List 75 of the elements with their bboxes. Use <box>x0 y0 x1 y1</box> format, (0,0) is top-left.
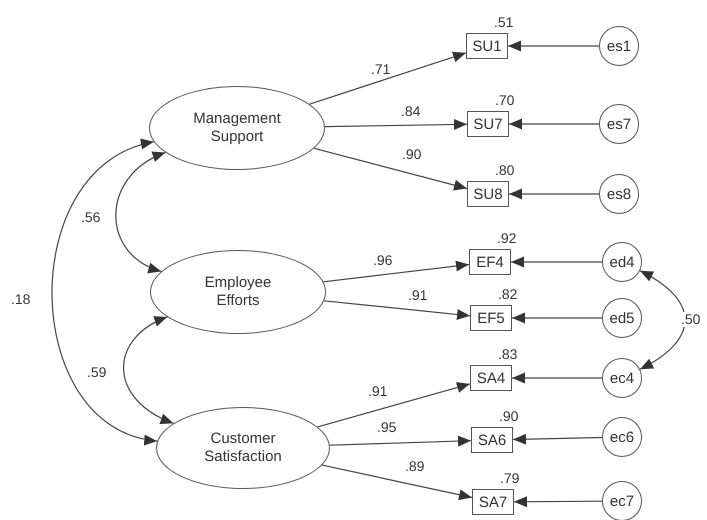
r-squared-value: .90 <box>499 408 518 424</box>
error-term-circle <box>602 242 642 282</box>
node-label: ec7 <box>610 492 634 510</box>
observed-variable-box <box>467 111 509 137</box>
arrow <box>512 372 602 384</box>
edge-label: .56 <box>80 210 102 225</box>
edge-label: .18 <box>10 292 32 307</box>
edge-label: .84 <box>400 104 422 119</box>
node-label: es1 <box>606 38 632 54</box>
arrow <box>514 496 602 508</box>
arrow <box>324 300 470 320</box>
observed-variable-box <box>470 365 512 391</box>
arrow <box>309 52 466 105</box>
error-term-circle <box>602 358 642 398</box>
r-squared-value: .51 <box>494 14 514 30</box>
edge-label: .59 <box>86 365 108 380</box>
node-label: EF5 <box>477 310 505 326</box>
error-term-circle <box>602 298 642 338</box>
node-label: SU1 <box>472 38 502 54</box>
node-label: ed5 <box>609 310 635 326</box>
node-label: SA6 <box>478 432 506 448</box>
arrow <box>512 434 602 445</box>
observed-variable-box <box>471 427 513 453</box>
node-label: Customer Satisfaction <box>203 430 283 466</box>
double-headed-arrow <box>640 270 686 370</box>
node-label: ec6 <box>610 428 634 446</box>
node-label: SU8 <box>473 186 503 202</box>
node-label: Employee Efforts <box>204 274 272 310</box>
arrow <box>509 118 599 130</box>
r-squared-value: .82 <box>498 286 518 302</box>
error-term-circle <box>599 26 639 66</box>
edge-label: .95 <box>376 420 398 435</box>
edge-label: .90 <box>401 147 422 162</box>
r-squared-value: .83 <box>498 346 518 362</box>
observed-variable-box <box>472 489 514 515</box>
arrow <box>324 119 468 130</box>
node-label: ec4 <box>610 370 634 386</box>
node-label: Management Support <box>192 110 282 146</box>
r-squared-value: .79 <box>500 470 520 486</box>
observed-variable-box <box>470 305 512 331</box>
double-headed-arrow <box>123 316 174 424</box>
node-label: es7 <box>606 116 632 132</box>
node-label: SA4 <box>476 370 506 386</box>
edge-label: .89 <box>404 459 426 474</box>
r-squared-value: .80 <box>495 162 514 178</box>
edge-label: .71 <box>370 62 392 77</box>
node-label: ed4 <box>609 254 635 270</box>
edge-label: .91 <box>407 288 428 303</box>
observed-variable-box <box>467 181 509 207</box>
node-label: es8 <box>606 186 632 202</box>
double-headed-arrow <box>51 140 158 444</box>
node-label: SA7 <box>478 494 508 510</box>
edge-label: .91 <box>367 384 388 399</box>
edge-label: .50 <box>680 312 702 327</box>
arrow <box>314 148 468 191</box>
node-label: SU7 <box>473 116 503 132</box>
r-squared-value: .70 <box>495 92 514 108</box>
arrow <box>509 188 599 200</box>
arrow <box>508 40 599 52</box>
error-term-circle <box>602 481 642 520</box>
error-term-circle <box>599 104 639 144</box>
arrow <box>330 436 472 447</box>
double-headed-arrow <box>115 152 166 272</box>
edge-label: .96 <box>372 253 394 268</box>
arrow <box>322 464 472 500</box>
node-label: EF4 <box>476 254 504 270</box>
arrow <box>512 312 602 324</box>
r-squared-value: .92 <box>497 230 516 246</box>
error-term-circle <box>602 417 642 457</box>
arrow <box>317 382 470 428</box>
arrow <box>323 260 470 282</box>
arrow <box>511 256 602 268</box>
observed-variable-box <box>469 249 511 275</box>
error-term-circle <box>599 174 639 214</box>
observed-variable-box <box>466 33 508 59</box>
